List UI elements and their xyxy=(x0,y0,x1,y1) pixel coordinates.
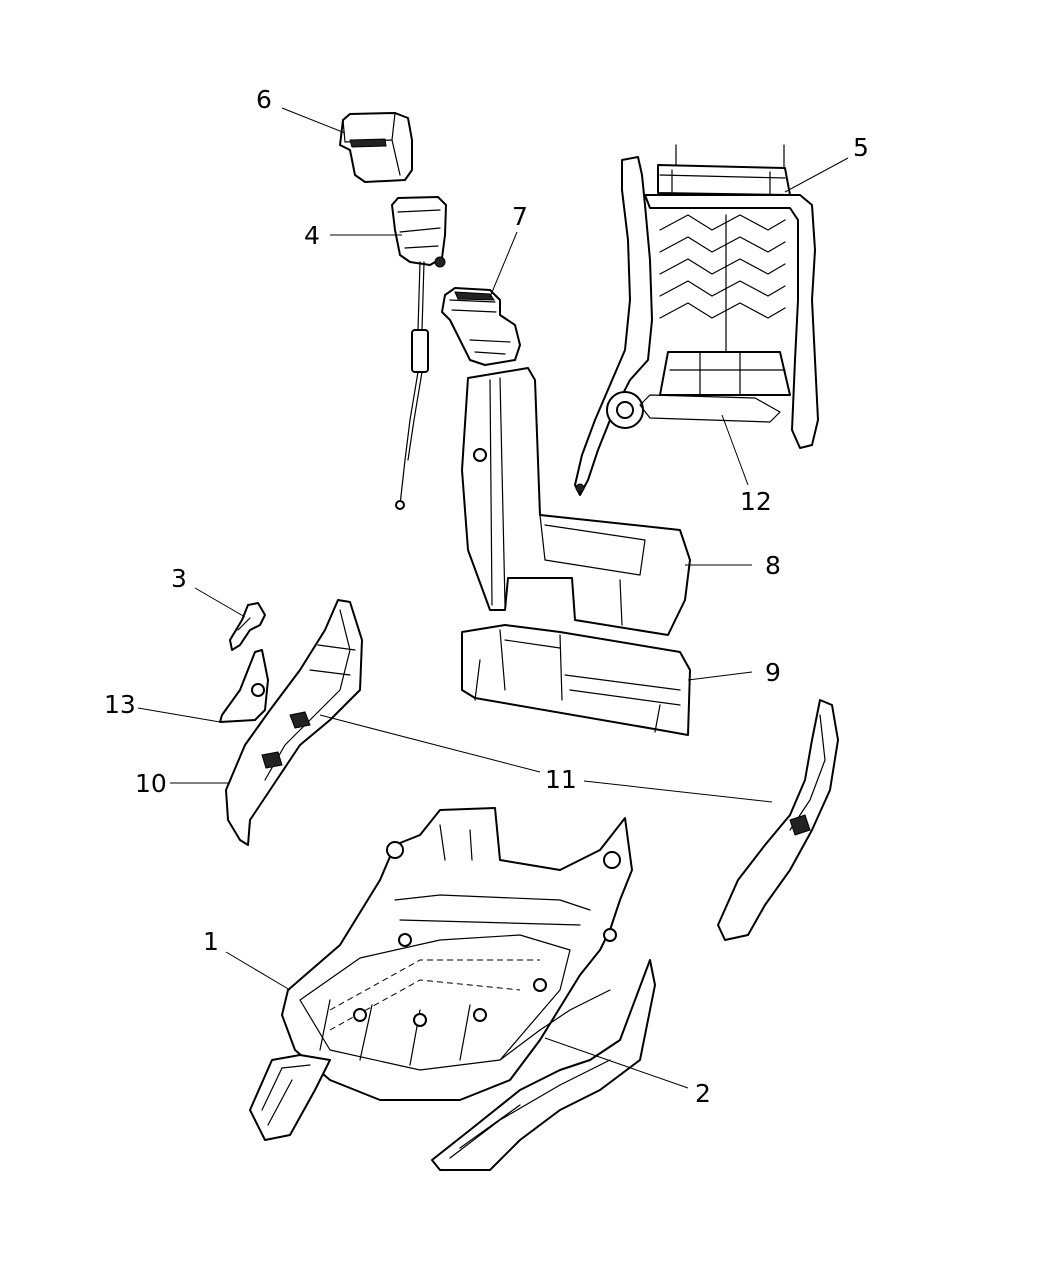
callout-12: 12 xyxy=(740,487,772,516)
callout-8: 8 xyxy=(765,551,781,580)
leader-11b xyxy=(583,780,773,803)
leader-6 xyxy=(281,107,346,134)
part-13-escutcheon[interactable] xyxy=(219,649,269,723)
part-3-clip[interactable] xyxy=(229,602,266,651)
callout-9: 9 xyxy=(765,658,781,687)
leader-12 xyxy=(721,414,749,486)
callout-6: 6 xyxy=(256,85,272,114)
callout-10: 10 xyxy=(135,769,167,798)
part-6-head-restraint[interactable] xyxy=(339,112,413,183)
leader-5 xyxy=(784,157,849,193)
leader-3 xyxy=(194,587,246,618)
callout-5: 5 xyxy=(853,133,869,162)
part-8-seatback-panel[interactable] xyxy=(461,367,691,636)
part-7-bracket[interactable] xyxy=(441,287,521,366)
leader-lines xyxy=(137,107,849,1089)
part-11-seat-shield-right[interactable] xyxy=(717,699,839,941)
callout-3: 3 xyxy=(171,564,187,593)
part-4-recliner-cable[interactable] xyxy=(391,196,447,510)
leader-9 xyxy=(687,671,753,681)
part-1-cushion-frame[interactable] xyxy=(281,807,633,1101)
leader-11a xyxy=(319,714,541,773)
callout-11: 11 xyxy=(545,765,577,794)
part-9-lower-panel[interactable] xyxy=(461,624,691,736)
callout-labels: 1 2 3 4 5 6 7 8 9 10 11 12 13 xyxy=(104,85,869,1108)
part-2-seat-track[interactable] xyxy=(249,959,656,1171)
part-12-lumbar-wire[interactable] xyxy=(639,394,781,423)
leader-7 xyxy=(489,231,518,298)
callout-1: 1 xyxy=(203,927,219,956)
part-10-seat-shield-left[interactable] xyxy=(225,599,363,846)
callout-13: 13 xyxy=(104,690,136,719)
callout-7: 7 xyxy=(512,202,528,231)
leader-2 xyxy=(544,1037,689,1089)
leader-1 xyxy=(225,951,291,991)
leader-13 xyxy=(137,707,221,723)
callout-2: 2 xyxy=(695,1079,711,1108)
callout-4: 4 xyxy=(304,221,320,250)
part-5-seatback-frame[interactable] xyxy=(574,144,819,496)
